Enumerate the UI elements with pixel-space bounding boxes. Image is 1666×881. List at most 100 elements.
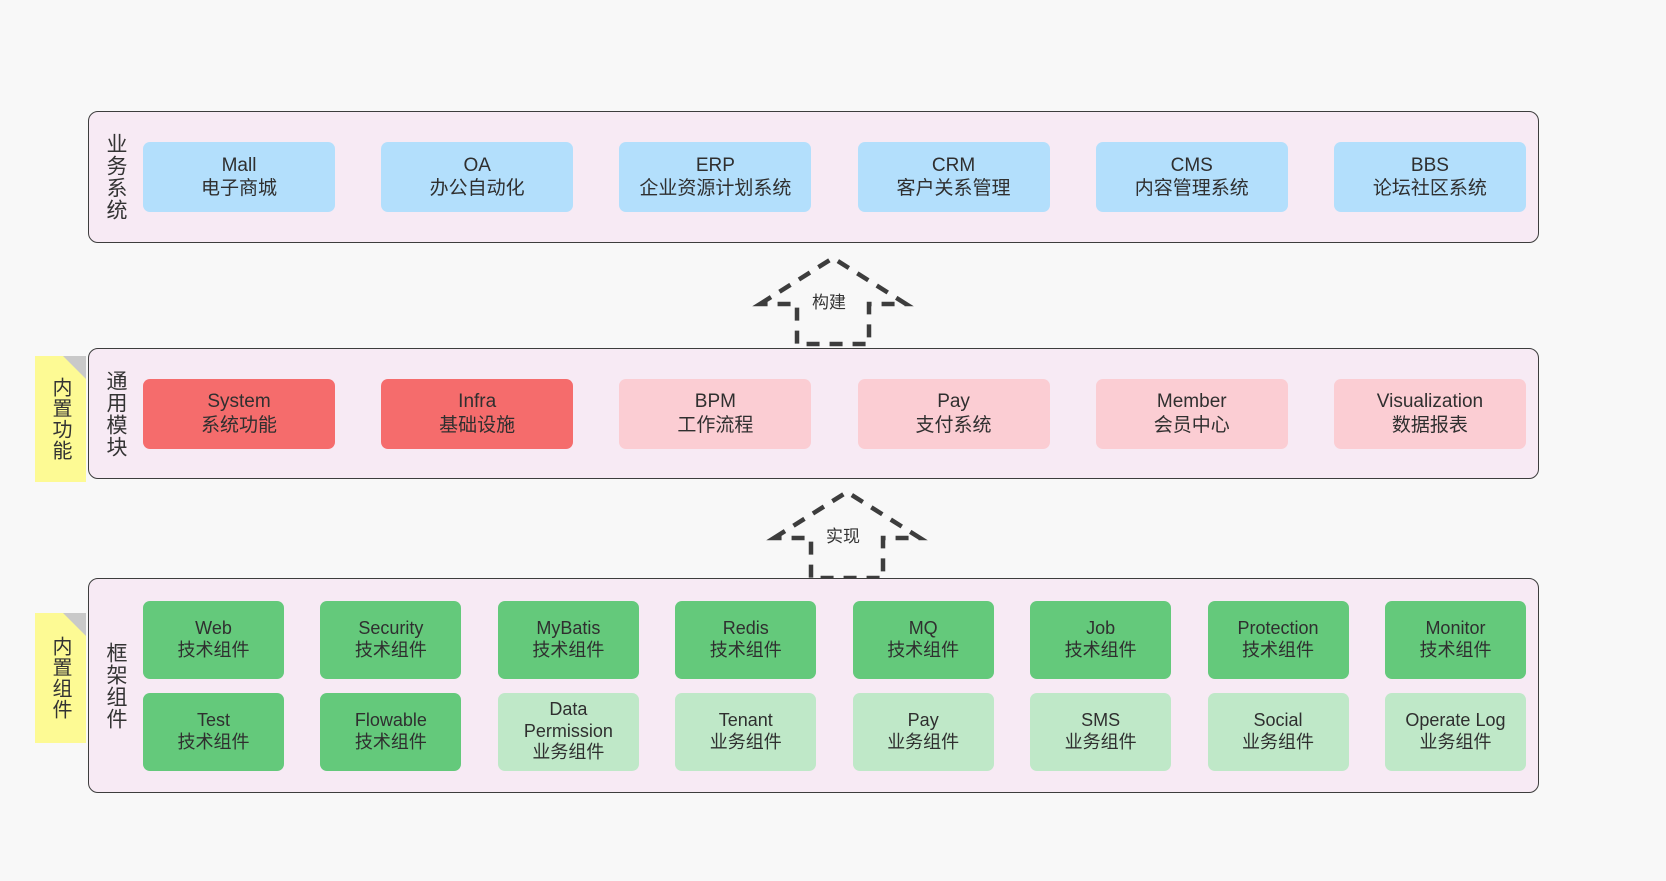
node-subtitle: 业务组件 [1419, 731, 1492, 752]
node-subtitle: 电子商城 [200, 178, 277, 199]
arrow-implement: 实现 [762, 486, 932, 584]
node-subtitle: 业务组件 [1064, 731, 1137, 752]
node-subtitle: 企业资源计划系统 [639, 178, 792, 199]
node-title: Infra [458, 391, 497, 413]
node-title: Protection [1237, 617, 1319, 638]
node-subtitle: 技术组件 [887, 639, 960, 660]
node-subtitle: 技术组件 [1242, 639, 1315, 660]
node-subtitle: 业务组件 [532, 742, 605, 763]
node-title: SMS [1081, 709, 1121, 730]
node-title: MQ [908, 617, 938, 638]
node-title-line2: Permission [523, 720, 613, 741]
node-subtitle: 会员中心 [1153, 414, 1230, 436]
node-title: Tenant [718, 709, 773, 730]
arrow-implement-icon [766, 489, 928, 581]
layer-label-business: 业务系统 [103, 133, 127, 221]
sticky-note-builtin-features: 内置功能 [35, 356, 86, 482]
node-title: Pay [907, 709, 939, 730]
arrow-build-label: 构建 [812, 293, 846, 312]
node-subtitle: 技术组件 [177, 639, 250, 660]
node-subtitle: 业务组件 [709, 731, 782, 752]
node-subtitle: 客户关系管理 [896, 178, 1011, 199]
sticky-fold-corner-icon [63, 613, 86, 636]
node-subtitle: 工作流程 [677, 414, 754, 436]
node-title: Operate Log [1405, 709, 1506, 730]
node-subtitle: 数据报表 [1391, 414, 1468, 436]
node-subtitle: 技术组件 [354, 731, 427, 752]
node-title: BBS [1410, 154, 1449, 176]
node-subtitle: 系统功能 [200, 414, 277, 436]
node-subtitle: 支付系统 [915, 414, 992, 436]
node-subtitle: 技术组件 [354, 639, 427, 660]
node-subtitle: 办公自动化 [429, 178, 525, 199]
node-title: Flowable [354, 709, 427, 730]
sticky-note-builtin-components: 内置组件 [35, 613, 86, 743]
sticky-note-builtin-components-text: 内置组件 [49, 636, 71, 720]
node-subtitle: 内容管理系统 [1134, 178, 1249, 199]
node-title: OA [463, 154, 491, 176]
node-title: CRM [931, 154, 976, 176]
sticky-note-builtin-features-text: 内置功能 [49, 377, 71, 461]
node-subtitle: 技术组件 [177, 731, 250, 752]
node-title: MyBatis [536, 617, 601, 638]
node-subtitle: 技术组件 [709, 639, 782, 660]
node-title: Job [1086, 617, 1116, 638]
node-title: Redis [722, 617, 769, 638]
node-subtitle: 基础设施 [439, 414, 516, 436]
node-subtitle: 论坛社区系统 [1372, 178, 1487, 199]
arrow-build: 构建 [748, 252, 918, 350]
node-title: Member [1156, 391, 1227, 413]
node-subtitle: 技术组件 [1419, 639, 1492, 660]
node-title: Visualization [1376, 391, 1484, 413]
node-subtitle: 业务组件 [1242, 731, 1315, 752]
node-title: Mall [221, 154, 257, 176]
arrow-build-icon [752, 255, 914, 347]
arrow-implement-label: 实现 [826, 527, 860, 546]
node-subtitle: 技术组件 [1064, 639, 1137, 660]
node-title: ERP [695, 154, 735, 176]
layer-label-common: 通用模块 [103, 369, 127, 458]
sticky-fold-corner-icon [63, 356, 86, 379]
node-title: Data [549, 698, 588, 719]
layer-label-framework: 框架组件 [103, 641, 127, 730]
